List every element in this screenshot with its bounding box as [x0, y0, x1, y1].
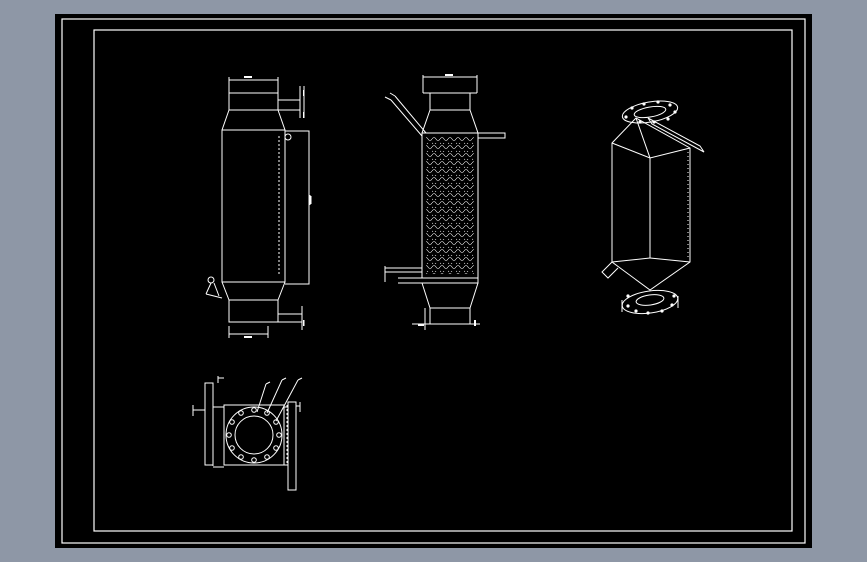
isometric-view[interactable] — [601, 97, 705, 317]
packing-fill — [426, 137, 474, 274]
section-view[interactable] — [384, 74, 506, 330]
top-view[interactable] — [192, 376, 303, 491]
outer-frame — [61, 18, 806, 544]
sheet-background — [55, 14, 812, 548]
inner-frame — [93, 29, 793, 532]
front-view[interactable] — [205, 76, 312, 338]
